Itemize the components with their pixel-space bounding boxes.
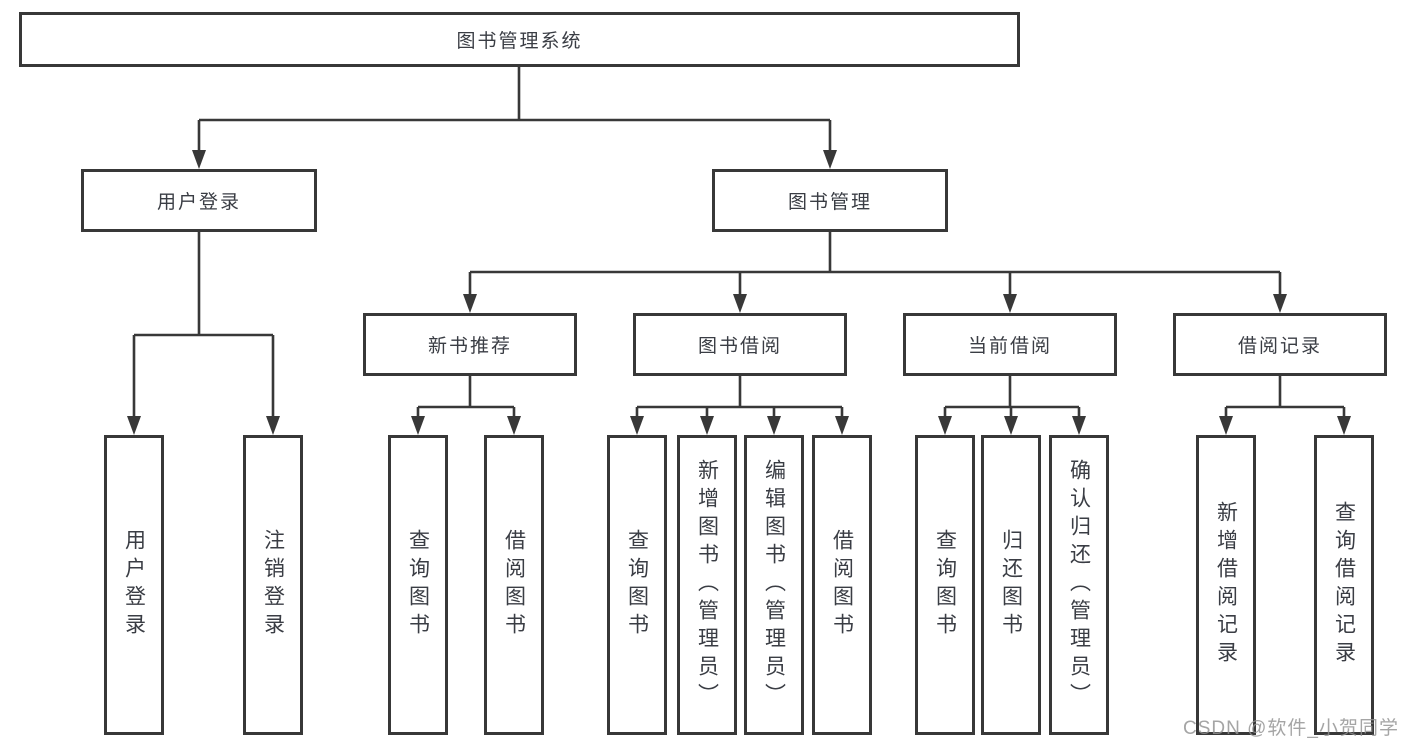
arrow-icon <box>127 416 141 435</box>
node-leaf-confirm-return-admin: 确认归还（管理员） <box>1049 435 1109 735</box>
node-leaf-query-books-current: 查询图书 <box>915 435 975 735</box>
arrow-icon <box>1219 416 1233 435</box>
node-new-book-recommendation: 新书推荐 <box>363 313 577 376</box>
connector-borrowing-records-to-leaves <box>1224 375 1346 423</box>
node-leaf-query-borrow-record: 查询借阅记录 <box>1314 435 1374 735</box>
arrow-icon <box>1003 294 1017 313</box>
arrow-icon <box>1072 416 1086 435</box>
node-leaf-return-books: 归还图书 <box>981 435 1041 735</box>
arrow-icon <box>411 416 425 435</box>
arrow-icon <box>192 150 206 169</box>
watermark: CSDN @软件_小贺同学 <box>1183 718 1399 739</box>
arrow-icon <box>463 294 477 313</box>
node-leaf-add-borrow-record: 新增借阅记录 <box>1196 435 1256 735</box>
node-borrowing-records: 借阅记录 <box>1173 313 1387 376</box>
arrow-icon <box>767 416 781 435</box>
node-leaf-query-books-recommend: 查询图书 <box>388 435 448 735</box>
connector-user-login-to-leaves <box>132 232 275 423</box>
node-leaf-add-book-admin: 新增图书（管理员） <box>677 435 737 735</box>
connector-root-to-level2 <box>197 67 832 157</box>
arrow-icon <box>700 416 714 435</box>
connector-current-borrowing-to-leaves <box>943 375 1081 423</box>
connector-book-borrowing-to-leaves <box>635 375 844 423</box>
node-library-management-system: 图书管理系统 <box>19 12 1020 67</box>
arrow-icon <box>835 416 849 435</box>
node-leaf-edit-book-admin: 编辑图书（管理员） <box>744 435 804 735</box>
node-leaf-borrow-books-recommend: 借阅图书 <box>484 435 544 735</box>
arrow-icon <box>1004 416 1018 435</box>
arrow-icon <box>630 416 644 435</box>
arrow-icon <box>733 294 747 313</box>
node-leaf-borrow-books-borrowing: 借阅图书 <box>812 435 872 735</box>
connector-book-management-to-level3 <box>468 232 1282 301</box>
node-user-login: 用户登录 <box>81 169 317 232</box>
node-current-borrowing: 当前借阅 <box>903 313 1117 376</box>
arrow-icon <box>1337 416 1351 435</box>
node-book-management: 图书管理 <box>712 169 948 232</box>
arrow-icon <box>823 150 837 169</box>
arrowheads <box>127 150 1351 435</box>
node-leaf-query-books-borrowing: 查询图书 <box>607 435 667 735</box>
arrow-icon <box>1273 294 1287 313</box>
node-book-borrowing: 图书借阅 <box>633 313 847 376</box>
arrow-icon <box>266 416 280 435</box>
connector-new-book-recommendation-to-leaves <box>416 375 516 423</box>
node-leaf-logout: 注销登录 <box>243 435 303 735</box>
arrow-icon <box>938 416 952 435</box>
node-leaf-user-login: 用户登录 <box>104 435 164 735</box>
arrow-icon <box>507 416 521 435</box>
